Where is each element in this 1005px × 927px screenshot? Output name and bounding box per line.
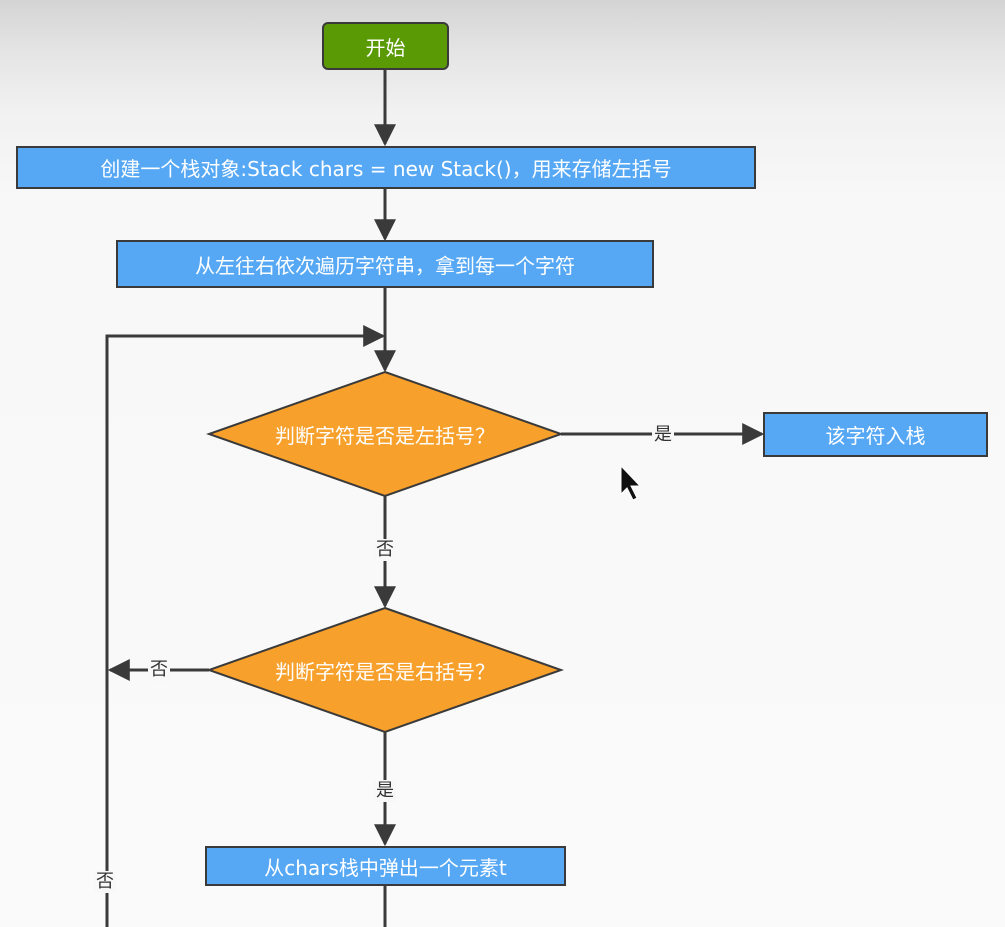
- edge-label-left-yes: 是: [652, 424, 674, 446]
- decision-right-bracket-label: 判断字符是否是右括号？: [209, 650, 561, 690]
- decision-left-bracket-text: 判断字符是否是左括号？: [275, 423, 495, 448]
- decision-left-bracket-label: 判断字符是否是左括号？: [209, 414, 561, 454]
- edge-loop-back: [105, 325, 386, 927]
- push-node-label: 该字符入栈: [825, 424, 926, 448]
- decision-right-bracket-text: 判断字符是否是右括号？: [275, 659, 495, 684]
- traverse-node-label: 从左往右依次遍历字符串，拿到每一个字符: [195, 253, 575, 278]
- create-stack-node: 创建一个栈对象:Stack chars = new Stack()，用来存储左括…: [16, 146, 756, 189]
- edge-label-right-no: 否: [148, 659, 170, 681]
- traverse-node: 从左往右依次遍历字符串，拿到每一个字符: [116, 240, 654, 288]
- create-stack-node-label: 创建一个栈对象:Stack chars = new Stack()，用来存储左括…: [100, 157, 672, 181]
- pop-node-label: 从chars栈中弹出一个元素t: [264, 855, 507, 880]
- edge-label-right-yes: 是: [374, 780, 396, 802]
- pop-node: 从chars栈中弹出一个元素t: [205, 846, 566, 886]
- mouse-cursor-icon: [620, 464, 642, 501]
- start-node-label: 开始: [365, 35, 406, 60]
- edge-label-left-no: 否: [374, 539, 396, 561]
- push-node: 该字符入栈: [763, 412, 988, 457]
- start-node: 开始: [322, 22, 449, 70]
- edge-label-loop-no: 否: [94, 871, 116, 893]
